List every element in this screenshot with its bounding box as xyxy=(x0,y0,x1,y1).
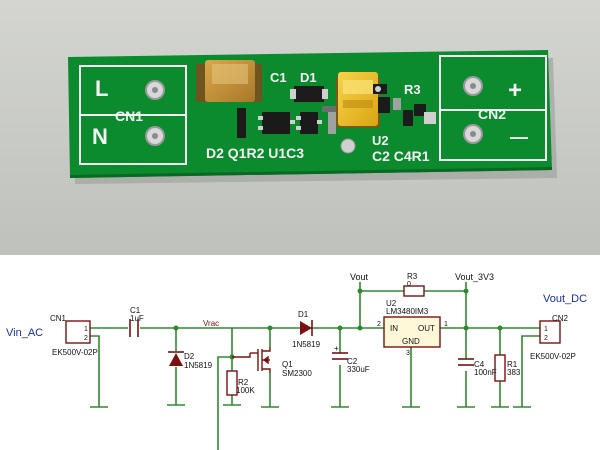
silk-minus: — xyxy=(510,127,528,147)
label-vrac: Vrac xyxy=(203,319,219,328)
label-vout-3v3: Vout_3V3 xyxy=(455,272,494,282)
r3-value: 0 xyxy=(407,281,411,288)
cn1-part: EK500V-02P xyxy=(52,348,98,357)
r1-ref: R1 xyxy=(507,360,518,369)
silk-bottom-left: D2 Q1R2 U1C3 xyxy=(206,145,304,161)
d1-symbol xyxy=(300,320,313,336)
u2-regulator: U2 LM3480IM3 IN OUT GND 2 1 3 xyxy=(377,299,448,357)
d1-ref: D1 xyxy=(298,310,309,319)
r2-ref: R2 xyxy=(238,378,249,387)
cn2-pin1: 1 xyxy=(544,326,548,333)
c4-value: 100nF xyxy=(474,368,497,377)
cn2-ref: CN2 xyxy=(552,314,569,323)
r1-symbol xyxy=(494,354,506,382)
c1-capacitor xyxy=(196,60,262,102)
c1-symbol xyxy=(129,319,139,337)
d1-diode xyxy=(290,86,328,102)
c4-ref: C4 xyxy=(474,360,485,369)
r3-symbol xyxy=(403,285,425,297)
c2-plus: + xyxy=(334,344,339,353)
silk-plus: + xyxy=(508,77,522,104)
r2-symbol xyxy=(226,370,238,396)
d1-value: 1N5819 xyxy=(292,340,321,349)
c1-value: 1uF xyxy=(130,314,144,323)
u2-gnd: GND xyxy=(402,337,420,346)
schematic: CN1 1 2 EK500V-02P Vin_AC C1 1uF Vrac D2… xyxy=(0,255,600,450)
c2-value: 330uF xyxy=(347,365,370,374)
pcb-board-edge xyxy=(70,167,552,178)
d2-symbol xyxy=(168,351,184,366)
silk-bottom-right: C2 C4R1 xyxy=(372,148,430,164)
cn2-connector: CN2 1 2 EK500V-02P xyxy=(530,314,576,361)
silk-d1: D1 xyxy=(300,70,317,85)
silk-r3: R3 xyxy=(404,82,421,97)
cn2-part: EK500V-02P xyxy=(530,352,576,361)
q1-ref: Q1 xyxy=(282,360,293,369)
c1-ref: C1 xyxy=(130,306,141,315)
r2-value: 100K xyxy=(236,386,255,395)
label-vin-ac: Vin_AC xyxy=(6,327,43,339)
cn1-pin1: 1 xyxy=(84,326,88,333)
u2-in: IN xyxy=(390,324,398,333)
c2-symbol xyxy=(332,352,348,360)
q1-value: SM2300 xyxy=(282,369,312,378)
cn1-connector: CN1 1 2 EK500V-02P xyxy=(50,314,98,357)
c2-ref: C2 xyxy=(347,357,358,366)
d2-value: 1N5819 xyxy=(184,361,213,370)
silk-c1: C1 xyxy=(270,70,287,85)
cn2-pin2: 2 xyxy=(544,335,548,342)
ground-symbols xyxy=(90,404,531,408)
junction-dots xyxy=(173,288,503,360)
q1-symbol xyxy=(232,347,271,373)
r3-ref: R3 xyxy=(407,272,418,281)
u2-ref: U2 xyxy=(386,299,397,308)
silk-n: N xyxy=(92,124,108,149)
u2-out: OUT xyxy=(418,324,435,333)
silk-cn1: CN1 xyxy=(115,108,143,124)
silk-u2: U2 xyxy=(372,133,389,148)
cn1-footprint: L CN1 N xyxy=(79,65,187,165)
cn1-pin2: 2 xyxy=(84,335,88,342)
d2-ref: D2 xyxy=(184,352,195,361)
label-vout-dc: Vout_DC xyxy=(543,293,587,305)
silk-l: L xyxy=(95,76,108,101)
label-vout: Vout xyxy=(350,272,369,282)
pcb-photo: L CN1 N C1 D1 xyxy=(0,0,600,255)
c4-symbol xyxy=(458,358,474,366)
u2-pin-gnd: 3 xyxy=(406,350,410,357)
silk-cn2: CN2 xyxy=(478,106,506,122)
u2-pin-in: 2 xyxy=(377,321,381,328)
cn1-ref: CN1 xyxy=(50,314,67,323)
r1-value: 383 xyxy=(507,368,521,377)
smd-parts-row xyxy=(237,106,342,138)
u2-part: LM3480IM3 xyxy=(386,307,429,316)
cn2-footprint: + CN2 — xyxy=(439,55,547,161)
u2-pin-out: 1 xyxy=(444,321,448,328)
r3-u2-parts xyxy=(340,84,436,154)
c2-capacitor xyxy=(336,72,380,128)
